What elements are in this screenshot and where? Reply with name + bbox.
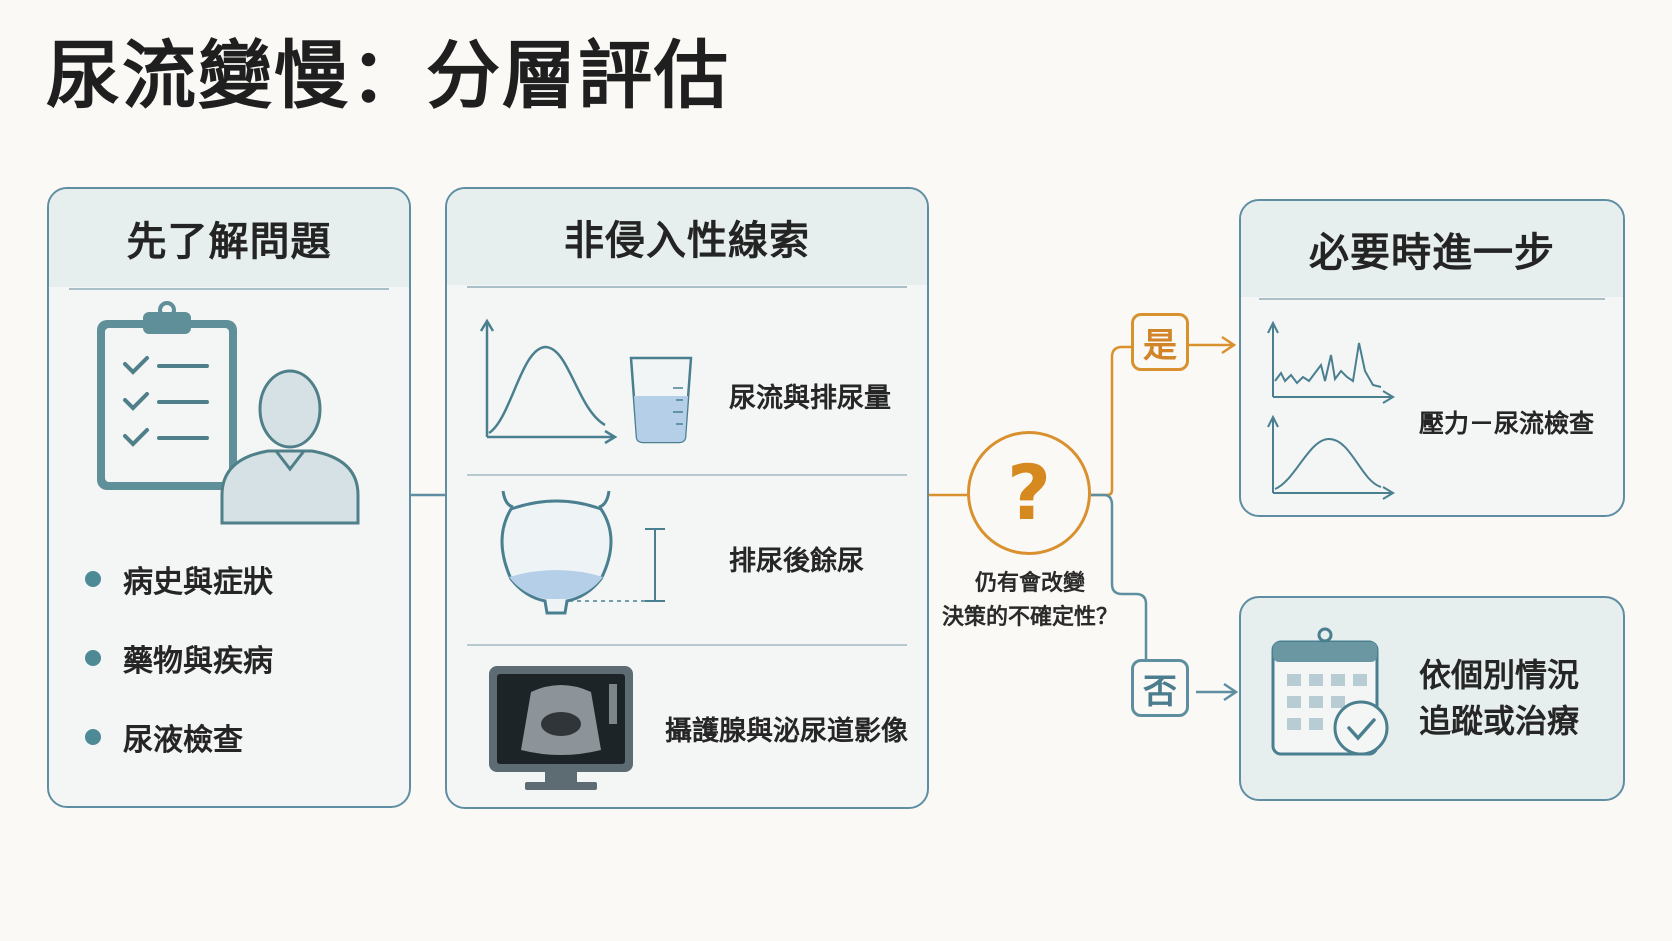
- person-icon: [220, 369, 360, 525]
- row-label-post-void-residual: 排尿後餘尿: [729, 546, 864, 577]
- bullet-dot: [85, 650, 101, 666]
- page-title: 尿流變慢：分層評估: [46, 33, 730, 119]
- yes-badge: 是: [1131, 313, 1189, 371]
- decision-node: ?: [967, 431, 1091, 555]
- bullet-medication: 藥物與疾病: [85, 636, 273, 680]
- row-divider: [467, 474, 907, 476]
- heading-divider: [467, 286, 907, 288]
- decision-line-1: 仍有會改變: [974, 571, 1085, 596]
- bullet-dot: [85, 729, 101, 745]
- follow-up-text: 依個別情況 追蹤或治療: [1419, 652, 1579, 744]
- follow-up-line-2: 追蹤或治療: [1419, 702, 1580, 740]
- bladder-icon: [500, 490, 665, 615]
- panel-noninvasive-clues: 非侵入性線索 尿流與排尿量 排尿後餘尿 攝護腺與泌尿: [445, 187, 929, 809]
- panel-heading: 必要時進一步: [1241, 201, 1623, 297]
- panel-further-testing: 必要時進一步 壓力－尿流檢查: [1239, 199, 1625, 517]
- calendar-check-icon: [1271, 627, 1389, 756]
- ultrasound-monitor-icon: [489, 666, 633, 790]
- pressure-flow-chart-icon: [1267, 320, 1395, 500]
- panel-follow-up: 依個別情況 追蹤或治療: [1239, 596, 1625, 801]
- row-label-uroflow: 尿流與排尿量: [729, 383, 891, 414]
- bullet-history: 病史與症狀: [85, 557, 273, 601]
- decision-line-2: 決策的不確定性？: [941, 605, 1118, 630]
- panel-heading: 先了解問題: [49, 189, 409, 287]
- row-label-imaging: 攝護腺與泌尿道影像: [665, 716, 908, 747]
- bullet-label: 尿液檢查: [123, 723, 243, 758]
- bullet-urinalysis: 尿液檢查: [85, 715, 243, 759]
- pressure-flow-label: 壓力－尿流檢查: [1419, 409, 1595, 438]
- heading-divider: [69, 288, 389, 290]
- bullet-label: 病史與症狀: [123, 565, 273, 600]
- bullet-dot: [85, 571, 101, 587]
- decision-question: 仍有會改變 決策的不確定性？: [930, 567, 1130, 635]
- panel-understand-problem: 先了解問題 病史與症狀 藥物與疾病 尿液檢查: [47, 187, 411, 808]
- row-divider: [467, 644, 907, 646]
- no-badge: 否: [1131, 659, 1189, 717]
- follow-up-line-1: 依個別情況: [1419, 656, 1580, 694]
- bullet-label: 藥物與疾病: [123, 644, 273, 679]
- question-mark-icon: ?: [1006, 448, 1052, 537]
- clipboard-checklist-icon: [97, 301, 237, 490]
- measuring-cup-icon: [629, 356, 693, 444]
- panel-heading: 非侵入性線索: [447, 189, 927, 285]
- flow-curve-icon: [479, 318, 618, 445]
- heading-divider: [1259, 298, 1605, 300]
